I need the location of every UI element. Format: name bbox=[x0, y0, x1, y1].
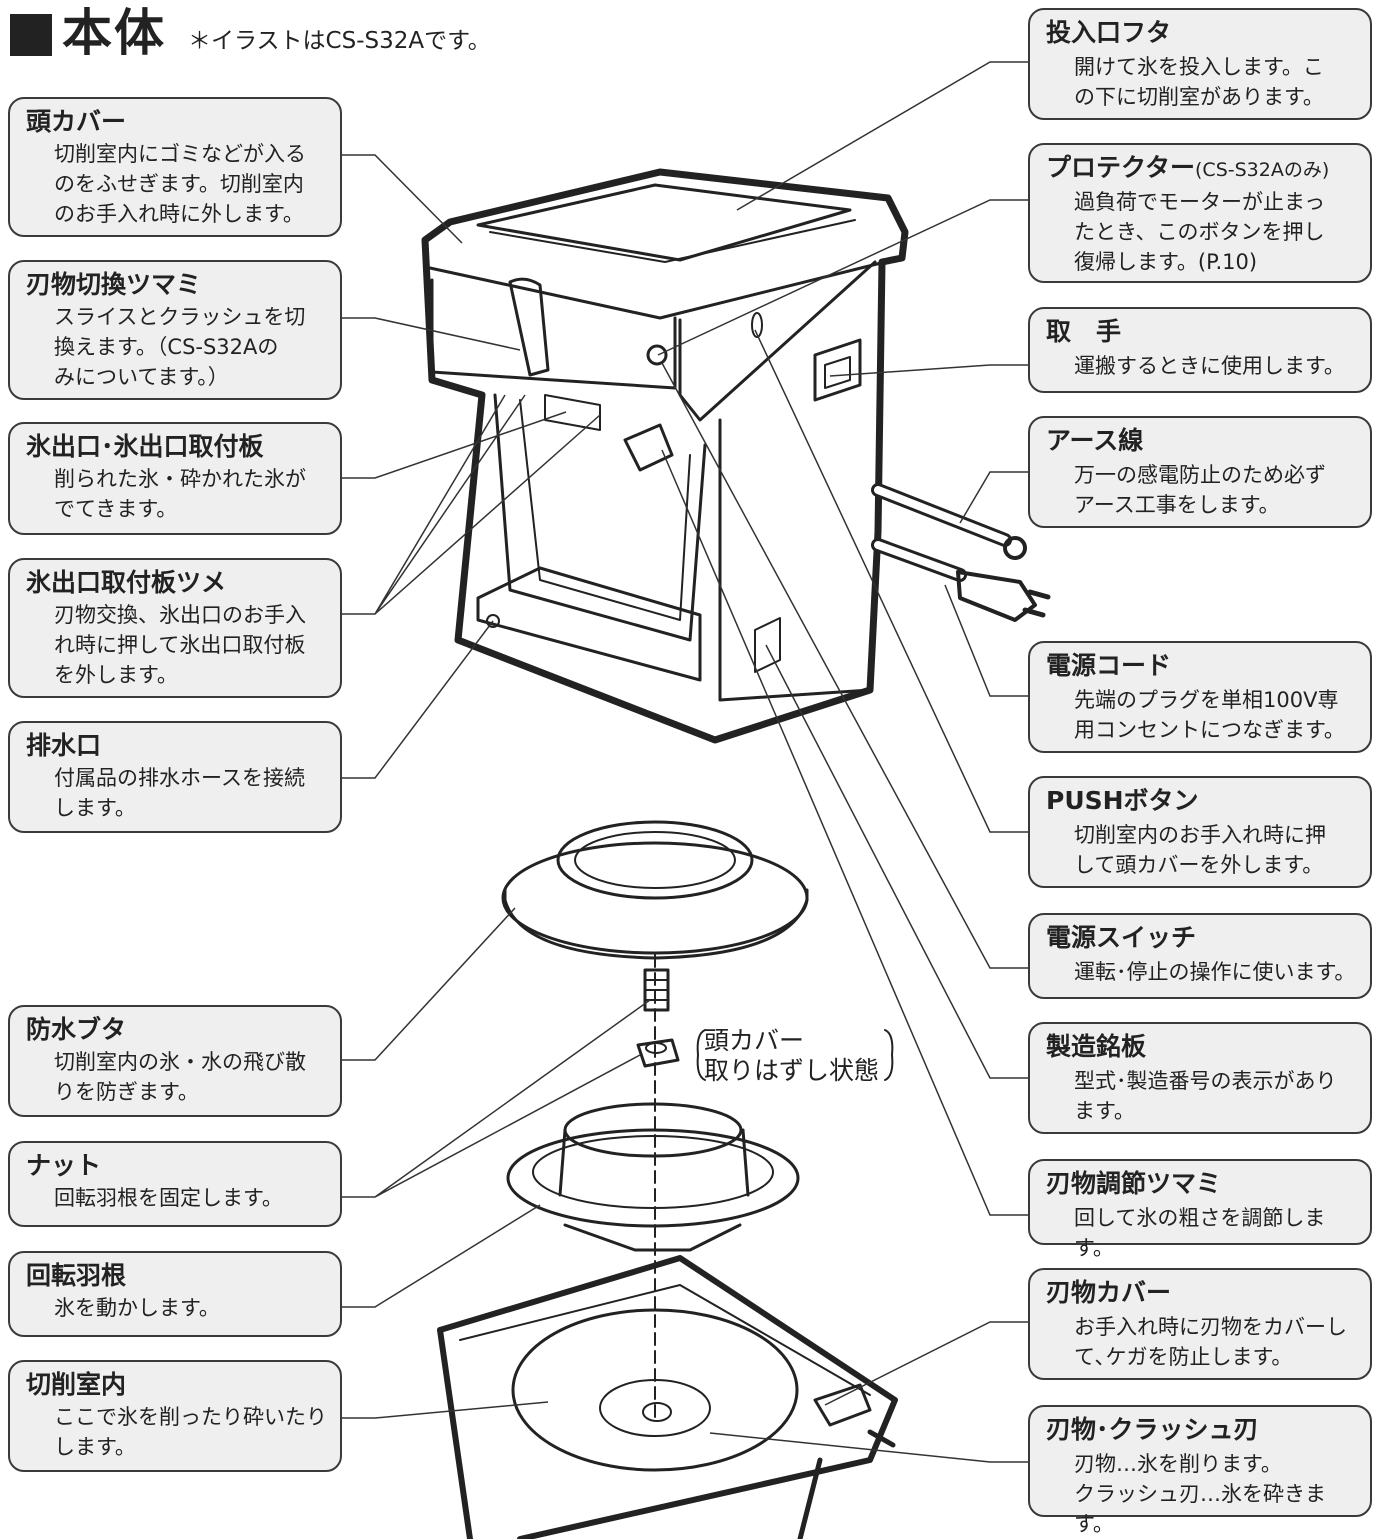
callout-title: 氷出口取付板ツメ bbox=[26, 568, 227, 597]
callout-desc: 刃物交換、氷出口のお手入 れ時に押して氷出口取付板 を外します。 bbox=[54, 603, 306, 687]
callout-desc: 回して氷の粗さを調節します。 bbox=[1074, 1206, 1326, 1260]
callout-title: 切削室内 bbox=[26, 1370, 127, 1399]
model-note: (CS-S32Aのみ) bbox=[1195, 159, 1330, 181]
page-title: 本体 bbox=[62, 4, 166, 62]
callout-title: 頭カバー bbox=[26, 107, 127, 136]
waterproof-lid bbox=[501, 841, 809, 955]
title-square-mark bbox=[10, 14, 52, 56]
callout-desc: 先端のプラグを単相100V専 用コンセントにつなぎます。 bbox=[1074, 688, 1345, 742]
head-cover-front bbox=[430, 278, 677, 390]
callout-protector: プロテクター(CS-S32Aのみ) 過負荷でモーターが止まっ たとき、このボタン… bbox=[1028, 143, 1372, 283]
drain-outlet bbox=[486, 614, 500, 628]
callout-cutting-chamber: 切削室内 ここで氷を削ったり砕いたり します。 bbox=[8, 1360, 342, 1472]
callout-push-button: PUSHボタン 切削室内のお手入れ時に押 して頭カバーを外します。 bbox=[1028, 776, 1372, 888]
head-cover bbox=[428, 260, 887, 320]
callout-desc: スライスとクラッシュを切 換えます。（CS-S32Aの みについてます。） bbox=[54, 305, 306, 389]
callout-title: 電源スイッチ bbox=[1046, 923, 1197, 952]
callout-desc: 型式･製造番号の表示があり ます。 bbox=[1074, 1069, 1337, 1123]
callout-nut: ナット 回転羽根を固定します。 bbox=[8, 1141, 342, 1227]
rotor-blade bbox=[506, 1128, 800, 1228]
callout-title: PUSHボタン bbox=[1046, 786, 1199, 815]
callout-feed-lid: 投入口フタ 開けて氷を投入します。こ の下に切削室があります。 bbox=[1028, 8, 1372, 120]
front-opening bbox=[493, 393, 707, 642]
callout-ice-outlet: 氷出口･氷出口取付板 削られた氷・砕かれた氷が でてきます。 bbox=[8, 422, 342, 535]
power-cord bbox=[871, 538, 967, 582]
callout-desc: 切削室内にゴミなどが入る のをふせぎます。切削室内 のお手入れ時に外します。 bbox=[54, 142, 306, 226]
callout-waterproof-lid: 防水ブタ 切削室内の氷・水の飛び散 りを防ぎます。 bbox=[8, 1005, 342, 1117]
callout-desc: 切削室内のお手入れ時に押 して頭カバーを外します。 bbox=[1074, 823, 1326, 877]
callout-title: 防水ブタ bbox=[26, 1015, 127, 1044]
callout-earth-wire: アース線 万一の感電防止のため必ず アース工事をします。 bbox=[1028, 416, 1372, 528]
callout-title: 刃物･クラッシュ刃 bbox=[1046, 1415, 1259, 1444]
feed-lid bbox=[476, 183, 852, 262]
drip-tray bbox=[476, 566, 702, 682]
callout-power-cord: 電源コード 先端のプラグを単相100V専 用コンセントにつなぎます。 bbox=[1028, 641, 1372, 753]
callout-rotor-blade: 回転羽根 氷を動かします。 bbox=[8, 1251, 342, 1337]
callout-title: ナット bbox=[26, 1151, 102, 1180]
callout-title: プロテクター(CS-S32Aのみ) bbox=[1046, 153, 1330, 182]
callout-title: 氷出口･氷出口取付板 bbox=[26, 432, 264, 461]
callout-title: 取 手 bbox=[1046, 317, 1122, 346]
adjust-knob bbox=[623, 423, 674, 472]
callout-desc: 万一の感電防止のため必ず アース工事をします。 bbox=[1074, 463, 1326, 517]
screw bbox=[643, 968, 670, 1012]
callout-head-cover: 頭カバー 切削室内にゴミなどが入る のをふせぎます。切削室内 のお手入れ時に外し… bbox=[8, 97, 342, 237]
callout-rating-plate: 製造銘板 型式･製造番号の表示があり ます。 bbox=[1028, 1022, 1372, 1134]
callout-title: 電源コード bbox=[1046, 651, 1172, 680]
callout-blade-crush-blade: 刃物･クラッシュ刃 刃物…氷を削ります。 クラッシュ刃…氷を砕きます。 bbox=[1028, 1405, 1372, 1536]
callout-desc: 回転羽根を固定します。 bbox=[54, 1186, 283, 1210]
callout-desc: 付属品の排水ホースを接続 します。 bbox=[54, 766, 305, 820]
callout-title: 投入口フタ bbox=[1046, 18, 1172, 47]
callout-power-switch: 電源スイッチ 運転･停止の操作に使います。 bbox=[1028, 913, 1372, 999]
callout-drain-outlet: 排水口 付属品の排水ホースを接続 します。 bbox=[8, 721, 342, 833]
protector-button bbox=[646, 344, 668, 366]
callout-desc: ここで氷を削ったり砕いたり します。 bbox=[54, 1405, 327, 1459]
callout-desc: 運搬するときに使用します。 bbox=[1074, 354, 1345, 378]
page-header: 本体 ＊イラストはCS-S32Aです。 bbox=[10, 4, 710, 64]
callout-title: 刃物切換ツマミ bbox=[26, 270, 202, 299]
callout-desc: 削られた氷・砕かれた氷が でてきます。 bbox=[54, 467, 306, 521]
callout-title: 製造銘板 bbox=[1046, 1032, 1147, 1061]
illustration-note: ＊イラストはCS-S32Aです。 bbox=[188, 28, 491, 54]
nut bbox=[636, 1038, 680, 1068]
callout-handle: 取 手 運搬するときに使用します。 bbox=[1028, 307, 1372, 393]
callout-title: 刃物カバー bbox=[1046, 1278, 1172, 1307]
callout-blade-cover: 刃物カバー お手入れ時に刃物をカバーし て､ケガを防止します。 bbox=[1028, 1268, 1372, 1380]
callout-desc: 氷を動かします。 bbox=[54, 1296, 220, 1320]
callout-desc: 刃物…氷を削ります。 クラッシュ刃…氷を砕きます。 bbox=[1074, 1452, 1326, 1536]
cutting-chamber bbox=[437, 1255, 898, 1539]
callout-blade-adjust-knob: 刃物調節ツマミ 回して氷の粗さを調節します。 bbox=[1028, 1159, 1372, 1260]
callout-title: 回転羽根 bbox=[26, 1261, 127, 1290]
handle bbox=[813, 338, 862, 402]
callout-desc: 運転･停止の操作に使います。 bbox=[1074, 960, 1356, 984]
callout-title: 排水口 bbox=[26, 731, 102, 760]
callout-desc: 切削室内の氷・水の飛び散 りを防ぎます。 bbox=[54, 1050, 306, 1104]
callout-desc: 過負荷でモーターが止まっ たとき、このボタンを押し 復帰します。(P.10) bbox=[1074, 190, 1326, 274]
blade-cover bbox=[813, 1383, 872, 1427]
earth-wire bbox=[871, 483, 1012, 547]
callout-title: アース線 bbox=[1046, 426, 1144, 455]
machine-body-outline bbox=[421, 168, 909, 744]
callout-desc: お手入れ時に刃物をカバーし て､ケガを防止します。 bbox=[1074, 1315, 1347, 1369]
callout-outlet-plate-claw: 氷出口取付板ツメ 刃物交換、氷出口のお手入 れ時に押して氷出口取付板 を外します… bbox=[8, 558, 342, 698]
side-panel bbox=[718, 418, 872, 702]
blade-switch-knob bbox=[508, 277, 550, 377]
callout-title: 刃物調節ツマミ bbox=[1046, 1169, 1222, 1198]
callout-blade-switch-knob: 刃物切換ツマミ スライスとクラッシュを切 換えます。（CS-S32Aの みについ… bbox=[8, 260, 342, 400]
head-cover-removed-label: 頭カバー 取りはずし状態 bbox=[704, 1026, 880, 1085]
callout-desc: 開けて氷を投入します。こ の下に切削室があります。 bbox=[1074, 55, 1324, 109]
plug bbox=[956, 570, 1037, 622]
